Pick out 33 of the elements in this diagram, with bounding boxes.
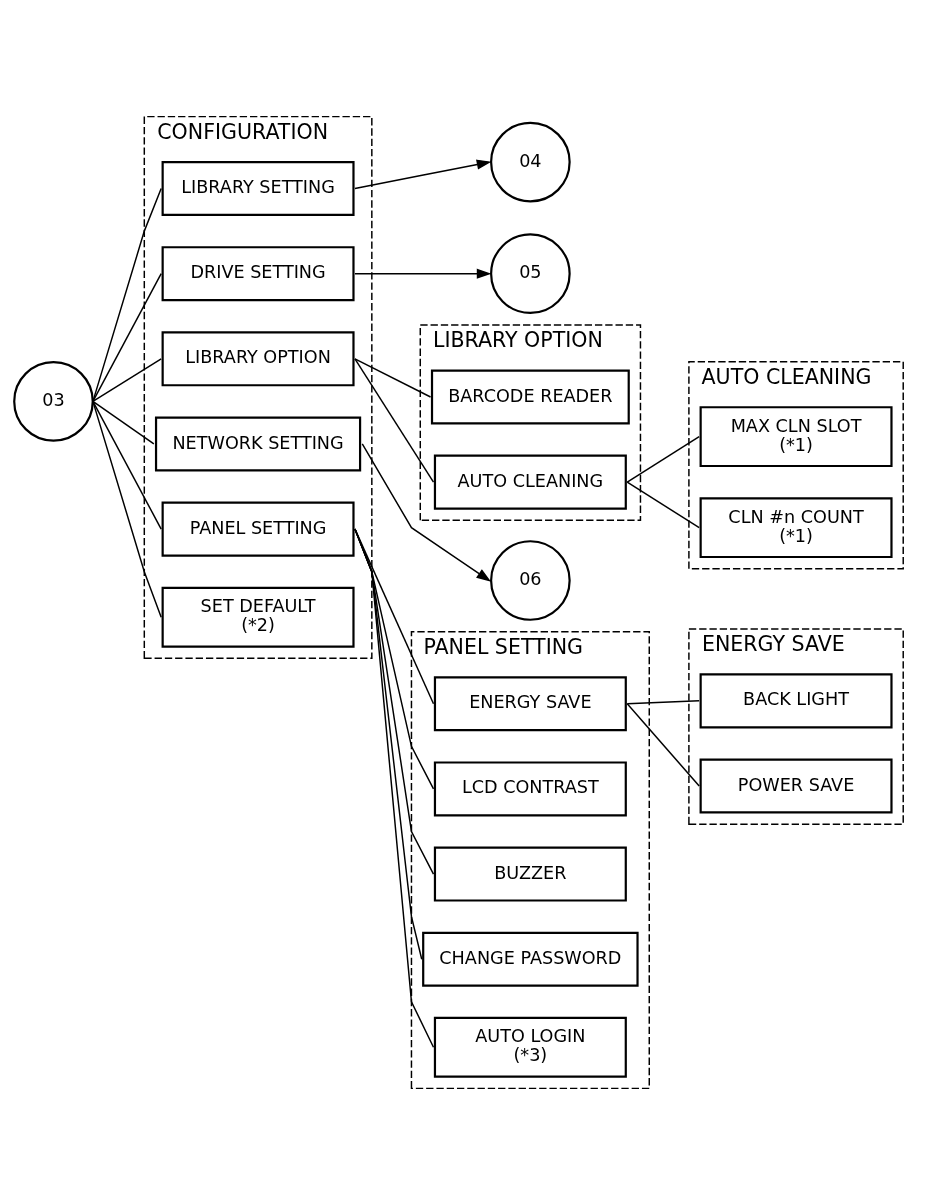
- node-box: MAX CLN SLOT (*1): [699, 405, 893, 467]
- node-box: SET DEFAULT (*2): [161, 586, 355, 648]
- node-box: CHANGE PASSWORD: [422, 931, 639, 987]
- connector: [92, 400, 162, 618]
- arrow: [354, 268, 492, 279]
- node-box: BUZZER: [433, 846, 627, 902]
- node-box: CLN #n COUNT (*1): [699, 496, 893, 558]
- connector: [626, 435, 700, 483]
- connector: [626, 480, 700, 528]
- node-box: LIBRARY SETTING: [161, 160, 355, 216]
- node-box: NETWORK SETTING: [154, 415, 362, 471]
- connector: [626, 699, 700, 705]
- node-box: BARCODE READER: [430, 368, 630, 424]
- node-box: AUTO CLEANING: [433, 454, 627, 510]
- node-box: AUTO LOGIN (*3): [433, 1016, 627, 1078]
- arrow: [354, 159, 492, 189]
- connector: [354, 527, 435, 1048]
- node-circle: 03: [13, 360, 94, 442]
- node-circle: 05: [490, 232, 571, 314]
- node-box: ENERGY SAVE: [433, 675, 627, 731]
- connector: [92, 357, 162, 402]
- node-box: POWER SAVE: [699, 757, 893, 813]
- node-box: DRIVE SETTING: [161, 245, 355, 301]
- connector: [354, 357, 432, 398]
- connector: [354, 357, 435, 483]
- node-box: LIBRARY OPTION: [161, 330, 355, 386]
- connector: [92, 400, 162, 530]
- node-box: LCD CONTRAST: [433, 760, 627, 816]
- node-box: BACK LIGHT: [699, 672, 893, 728]
- node-circle: 04: [490, 121, 571, 202]
- node-circle: 06: [490, 539, 571, 621]
- node-box: PANEL SETTING: [161, 501, 355, 557]
- connector: [92, 400, 155, 445]
